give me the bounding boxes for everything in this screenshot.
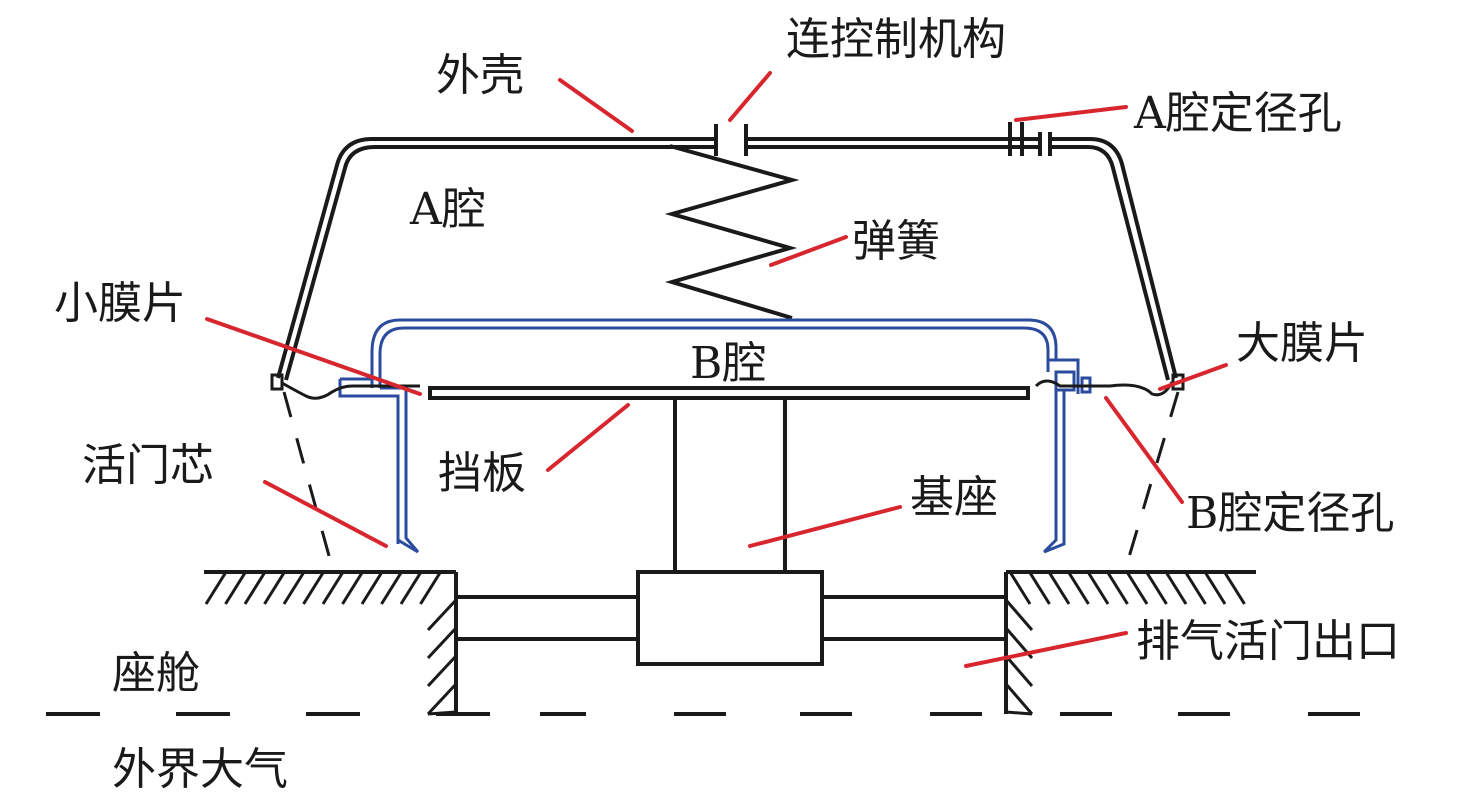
hatch-line bbox=[426, 654, 458, 688]
hatch-line bbox=[1106, 571, 1129, 605]
hatch-line bbox=[426, 682, 458, 716]
label-a-chamber: A腔 bbox=[409, 184, 486, 235]
label-spring: 弹簧 bbox=[852, 216, 940, 267]
hatch-line bbox=[1164, 571, 1188, 605]
hatch-line bbox=[426, 598, 458, 632]
small-diaphragm bbox=[281, 381, 420, 400]
hatch-line bbox=[1184, 571, 1207, 605]
hatch-line bbox=[360, 571, 384, 605]
hatch-line bbox=[1223, 571, 1246, 605]
label-shell: 外壳 bbox=[436, 50, 524, 101]
label-large-diaphragm: 大膜片 bbox=[1236, 318, 1368, 369]
leader-shell bbox=[558, 78, 634, 133]
leader-spring bbox=[769, 235, 848, 267]
a-chamber-orifice bbox=[1008, 122, 1052, 156]
label-a-orifice: A腔定径孔 bbox=[1133, 88, 1342, 139]
leader-base bbox=[748, 505, 902, 548]
hatch-line bbox=[243, 571, 267, 605]
baffle-plate bbox=[428, 386, 1030, 400]
hatch-line bbox=[1005, 710, 1033, 716]
open-position-left bbox=[282, 391, 336, 575]
hatch-line bbox=[1047, 571, 1071, 605]
label-small-diaphragm: 小膜片 bbox=[54, 278, 186, 329]
hatch-line bbox=[399, 571, 423, 605]
left-wall bbox=[204, 570, 458, 716]
hatch-line bbox=[1067, 571, 1090, 605]
hatch-line bbox=[1028, 571, 1051, 605]
hatch-line bbox=[1125, 571, 1149, 605]
label-base: 基座 bbox=[910, 472, 998, 523]
hatch-line bbox=[380, 571, 403, 605]
leader-a-orifice bbox=[1014, 105, 1128, 122]
label-atmosphere: 外界大气 bbox=[112, 744, 288, 795]
large-diaphragm bbox=[1034, 379, 1174, 397]
leader-control bbox=[728, 71, 772, 122]
label-cabin: 座舱 bbox=[112, 648, 200, 699]
open-position-right bbox=[1122, 391, 1180, 575]
leader-valve-core bbox=[263, 480, 388, 548]
hatch-line bbox=[204, 571, 228, 605]
hatch-line bbox=[1008, 571, 1032, 605]
hatch-line bbox=[426, 626, 458, 660]
spring bbox=[664, 144, 800, 320]
hatch-line bbox=[1145, 571, 1168, 605]
hatch-line bbox=[1203, 571, 1227, 605]
base bbox=[456, 398, 1006, 666]
valve-core bbox=[338, 318, 1092, 554]
leader-lines bbox=[205, 71, 1228, 668]
label-control-link: 连控制机构 bbox=[786, 14, 1006, 65]
hatch-line bbox=[1004, 683, 1034, 715]
leader-b-orifice bbox=[1104, 396, 1184, 504]
hatch-line bbox=[1004, 599, 1034, 631]
hatch-line bbox=[1086, 571, 1110, 605]
hatch-line bbox=[263, 571, 286, 605]
right-wall bbox=[1004, 570, 1256, 716]
hatch-line bbox=[282, 571, 306, 605]
hatch-line bbox=[1004, 655, 1034, 687]
leader-baffle bbox=[546, 403, 630, 472]
leader-large-diaphragm bbox=[1158, 363, 1228, 391]
label-outlet: 排气活门出口 bbox=[1136, 616, 1400, 667]
outer-shell bbox=[270, 137, 1185, 391]
control-connector bbox=[714, 124, 748, 156]
hatch-line bbox=[321, 571, 345, 605]
label-b-orifice: B腔定径孔 bbox=[1186, 488, 1394, 539]
label-b-chamber: B腔 bbox=[690, 338, 766, 389]
leader-small-diaphragm bbox=[205, 317, 422, 396]
hatch-line bbox=[302, 571, 325, 605]
hatch-line bbox=[341, 571, 364, 605]
hatch-line bbox=[419, 571, 442, 605]
label-baffle: 挡板 bbox=[438, 448, 526, 499]
leader-outlet bbox=[964, 631, 1128, 668]
label-valve-core: 活门芯 bbox=[82, 440, 214, 491]
hatch-line bbox=[224, 571, 247, 605]
